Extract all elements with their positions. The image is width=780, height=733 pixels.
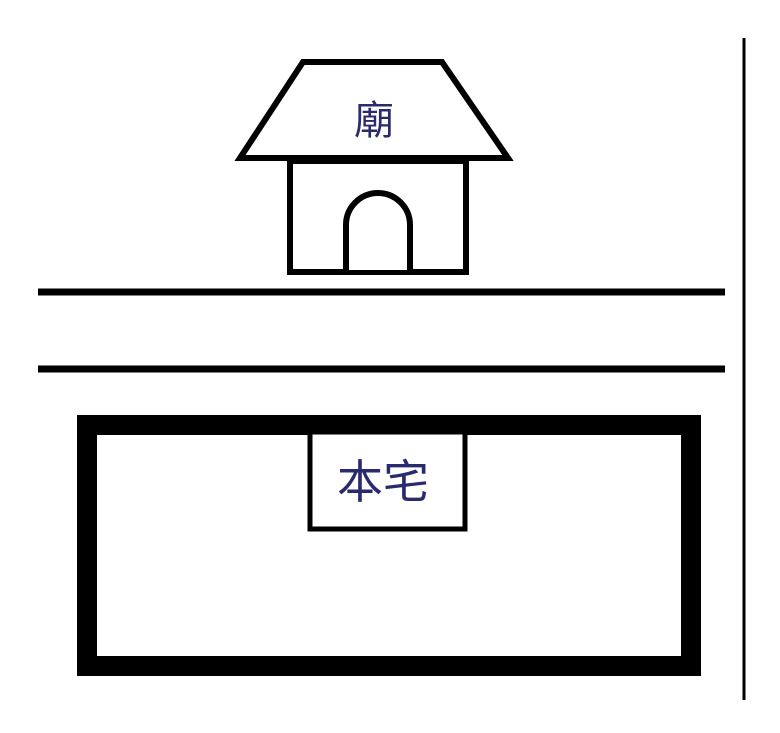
house-box — [307, 429, 468, 532]
temple-label: 廟 — [354, 98, 394, 144]
temple-door — [343, 190, 413, 270]
house-label: 本宅 — [337, 455, 429, 509]
temple: 廟 — [234, 59, 514, 275]
temple-roof — [234, 59, 514, 161]
